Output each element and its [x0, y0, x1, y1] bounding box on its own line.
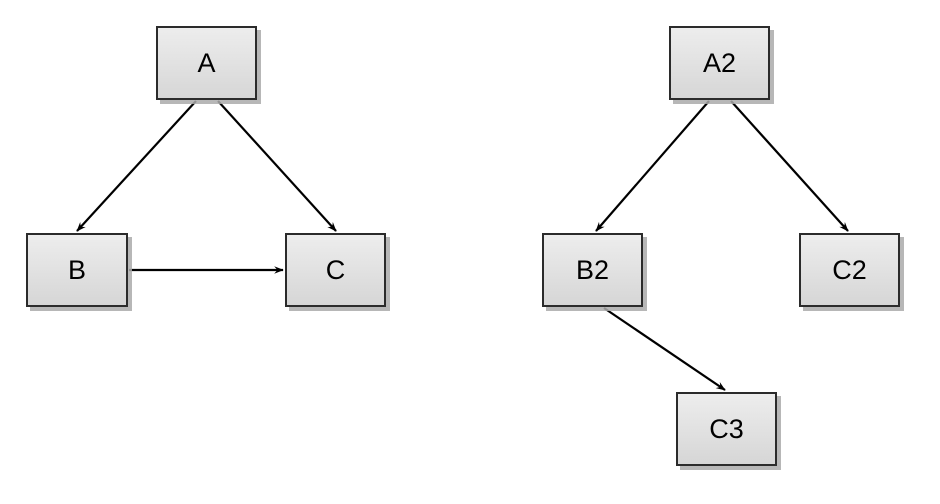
- edge-a2-c2: [730, 100, 849, 232]
- node-b2[interactable]: B2: [542, 233, 643, 307]
- node-label-c3: C3: [709, 413, 744, 444]
- node-c[interactable]: C: [285, 233, 386, 307]
- node-label-c: C: [325, 254, 346, 285]
- node-label-c2: C2: [832, 254, 867, 285]
- node-label-a2: A2: [702, 47, 737, 78]
- node-label-b2: B2: [575, 254, 610, 285]
- node-label-a: A: [197, 47, 216, 78]
- edge-a-b: [76, 100, 197, 232]
- edge-a2-b2: [595, 100, 710, 232]
- edge-a-c: [217, 100, 337, 232]
- edge-lines: [76, 100, 849, 391]
- node-b[interactable]: B: [26, 233, 128, 307]
- edge-b2-c3: [603, 307, 726, 391]
- node-label-b: B: [67, 254, 86, 285]
- node-a[interactable]: A: [156, 26, 257, 100]
- node-c3[interactable]: C3: [676, 392, 777, 466]
- node-a2[interactable]: A2: [669, 26, 770, 100]
- node-c2[interactable]: C2: [799, 233, 900, 307]
